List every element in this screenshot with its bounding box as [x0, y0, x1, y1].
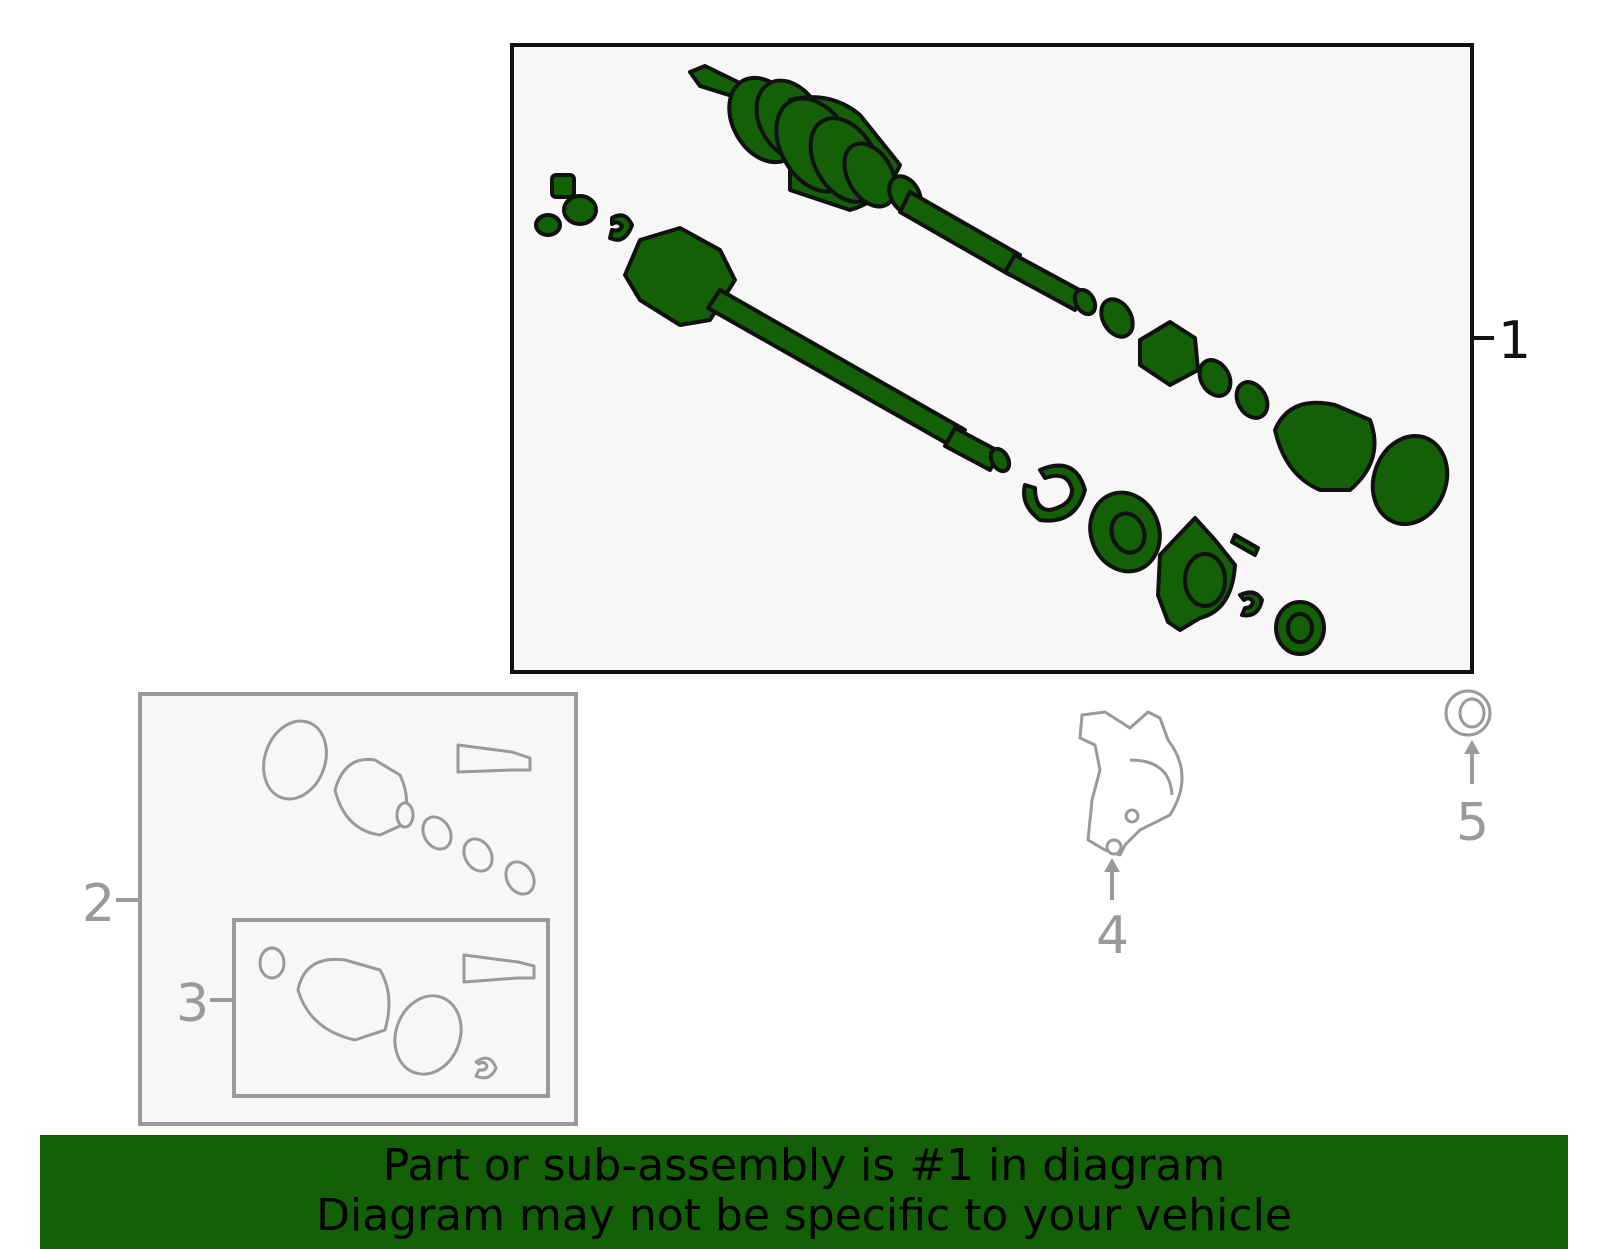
callout-5: 5: [1456, 793, 1489, 853]
knuckle-bore: [1129, 758, 1174, 796]
drive-axle-assembly: [534, 64, 1450, 656]
hub-seal-inner: [1458, 697, 1486, 729]
retaining-ring: [1022, 463, 1087, 523]
banner-line-1: Part or sub-assembly is #1 in diagram: [382, 1140, 1226, 1191]
part-1-frame: [510, 43, 1474, 674]
part-3-frame: [232, 918, 550, 1098]
small-clamp-1: [421, 815, 453, 851]
bracket-bore: [1183, 552, 1227, 608]
boot-clamp-large: [1370, 433, 1450, 527]
clamp-1: [1099, 297, 1135, 339]
small-clamp-4: [258, 946, 286, 980]
seal-inner: [1286, 612, 1314, 644]
knuckle-hole-1: [1105, 838, 1123, 856]
inner-boot-kit-parts: [258, 946, 536, 1080]
snap-ring-small: [608, 213, 634, 242]
callout-3: 3: [176, 974, 209, 1034]
callout-4-arrowhead: [1104, 858, 1120, 872]
callout-4: 4: [1096, 906, 1129, 966]
part-3-group[interactable]: 3: [176, 918, 550, 1098]
banner-line-2: Diagram may not be specific to your vehi…: [316, 1190, 1292, 1241]
inner-boot-outline: [296, 957, 391, 1042]
small-clamp-3: [504, 860, 536, 896]
lower-shaft-end: [988, 446, 1012, 474]
large-clamp-outline: [393, 994, 463, 1076]
tripod-joint: [534, 173, 598, 237]
grease-tube-2: [462, 953, 536, 984]
clamp-2: [1197, 358, 1233, 398]
grease-tube: [456, 743, 532, 774]
knuckle-hole-2: [1124, 808, 1140, 824]
snap-ring-lower: [1238, 590, 1264, 618]
small-clamp-2: [462, 837, 494, 873]
boot-kit-parts: [262, 719, 536, 896]
upper-shaft-spline: [1003, 253, 1087, 312]
bearing-inner: [1109, 511, 1147, 555]
inner-boot: [1273, 400, 1377, 492]
callout-5-arrowhead: [1464, 740, 1480, 754]
snap-ring-outline: [474, 1056, 498, 1080]
boot-clamp-outline: [262, 719, 328, 801]
steering-knuckle: [1078, 710, 1184, 857]
part-4-group[interactable]: 4: [1078, 710, 1184, 966]
disclaimer-banner: Part or sub-assembly is #1 in diagram Di…: [40, 1135, 1568, 1249]
part-5-group[interactable]: 5: [1444, 689, 1492, 853]
lower-shaft-spline: [943, 426, 1002, 472]
boot-neck: [395, 801, 415, 829]
callout-1: 1: [1498, 311, 1531, 371]
part-2-group[interactable]: 3 2: [82, 692, 578, 1126]
outer-cv-joint: [688, 64, 923, 216]
clamp-3: [1234, 380, 1270, 420]
bolt: [1230, 533, 1260, 557]
inner-joint-housing: [623, 226, 737, 327]
callout-2: 2: [82, 874, 115, 934]
upper-shaft-end: [1072, 287, 1098, 317]
part-1-group[interactable]: 1: [510, 43, 1531, 674]
